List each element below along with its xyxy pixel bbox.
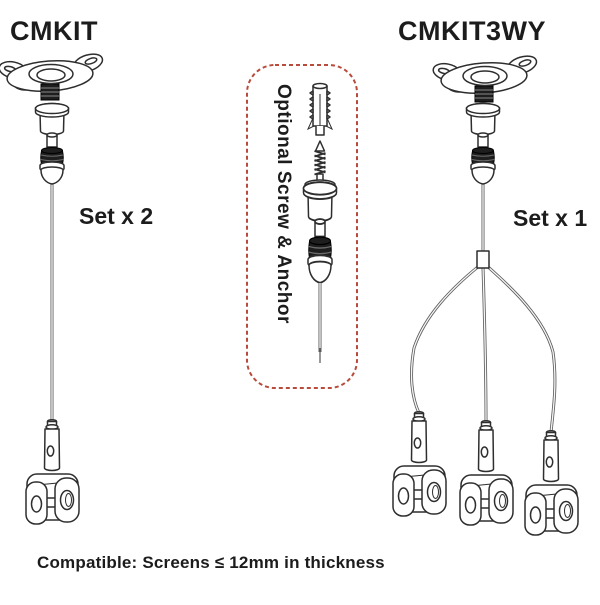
optional-box-label: Optional Screw & Anchor <box>273 84 294 324</box>
cmkit-illustration <box>0 50 106 525</box>
cable-gripper-icon <box>392 410 447 517</box>
product-title-right: CMKIT3WY <box>398 16 546 46</box>
wall-anchor-icon <box>307 82 333 136</box>
product-title-left: CMKIT <box>10 16 98 46</box>
cup-coupler-icon <box>302 181 338 284</box>
ceiling-bracket-icon <box>0 50 106 101</box>
set-quantity-left: Set x 2 <box>79 203 154 229</box>
cup-coupler-icon <box>465 102 501 185</box>
three-way-splitter-icon <box>476 250 490 269</box>
cup-coupler-icon <box>34 102 70 185</box>
cable-gripper-icon <box>25 418 80 525</box>
compatibility-note: Compatible: Screens ≤ 12mm in thickness <box>37 553 385 572</box>
dashed-border <box>246 64 358 389</box>
cable-branches <box>410 264 557 433</box>
cable-gripper-icon <box>524 429 579 536</box>
optional-box <box>246 64 358 389</box>
ceiling-bracket-icon <box>430 52 540 103</box>
set-quantity-right: Set x 1 <box>513 205 588 231</box>
cmkit3wy-illustration <box>392 52 579 536</box>
cable-gripper-icon <box>459 419 514 526</box>
